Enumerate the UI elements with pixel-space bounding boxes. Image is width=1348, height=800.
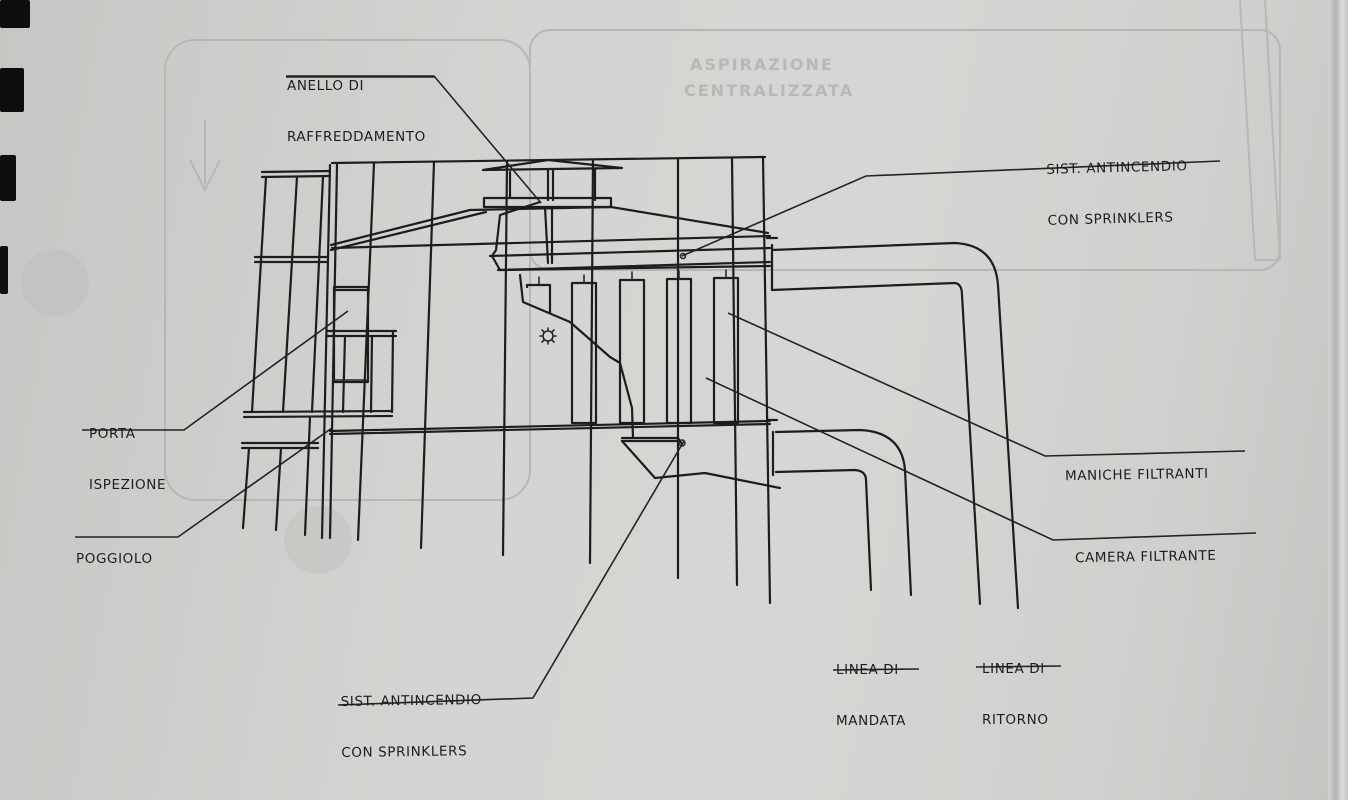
cooling-ring-hood: [329, 158, 772, 272]
label-cooling-ring: ANELLO DI RAFFREDDAMENTO: [287, 78, 426, 145]
hopper: [620, 436, 782, 490]
inspection-balcony: [325, 285, 398, 414]
scaffold-tower: [240, 163, 394, 540]
filter-sleeves: [518, 269, 740, 440]
label-balcony: POGGIOLO: [76, 551, 153, 567]
return-line-pipe: [765, 236, 1020, 610]
label-inspection-door: PORTA ISPEZIONE: [89, 426, 167, 493]
binder-hole: [0, 246, 8, 294]
leader-lines: [75, 75, 1257, 706]
delivery-line-pipe: [765, 418, 913, 597]
label-sprinklers-top: SIST. ANTINCENDIO CON SPRINKLERS: [1046, 158, 1188, 229]
label-sprinklers-bottom: SIST. ANTINCENDIO CON SPRINKLERS: [340, 692, 483, 761]
page-edge: [1328, 0, 1348, 800]
label-delivery-line: LINEA DI MANDATA: [836, 662, 906, 729]
label-filter-sleeves: MANICHE FILTRANTI: [1064, 465, 1209, 485]
binder-hole: [0, 0, 30, 28]
show-through-text: ASPIRAZIONE CENTRALIZZATA: [684, 55, 855, 100]
binder-hole: [0, 155, 16, 201]
label-filter-chamber: CAMERA FILTRANTE: [1074, 547, 1217, 567]
sprinkler-symbol-icon: [539, 327, 557, 345]
binder-hole: [0, 68, 24, 112]
main-structure: [328, 155, 772, 605]
label-return-line: LINEA DI RITORNO: [982, 661, 1049, 728]
